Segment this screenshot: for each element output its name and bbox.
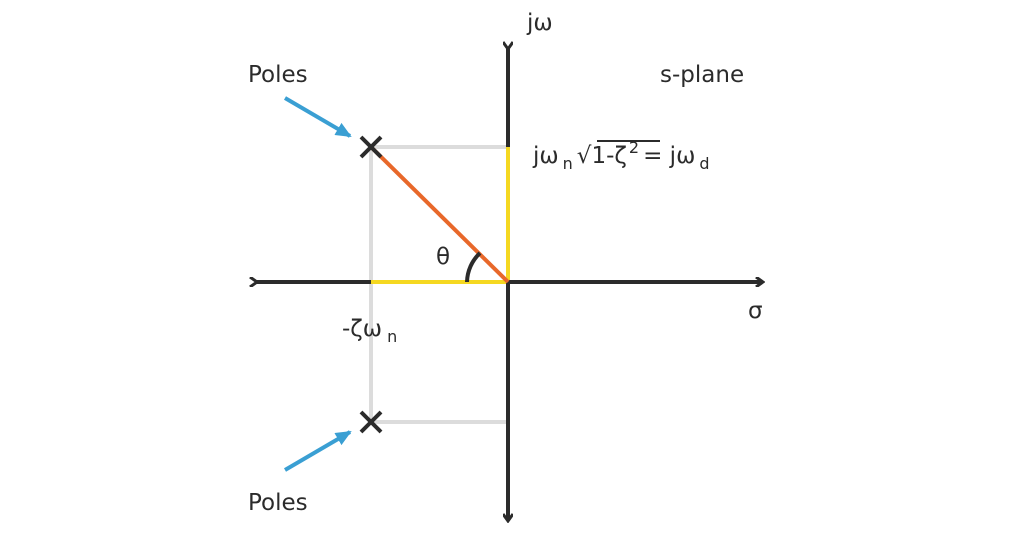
pole-bottom-arrow [283, 430, 352, 472]
pole-top-arrow [283, 96, 352, 138]
imag-axis-label: jω [526, 10, 553, 36]
angle-label: θ [436, 244, 450, 270]
natural-frequency-vector [369, 145, 510, 284]
angle-arc [465, 251, 482, 283]
guide-lines [369, 145, 506, 424]
real-axis-label: σ [748, 298, 763, 324]
plane-label: s-plane [660, 62, 744, 88]
pole-top-label: Poles [248, 62, 308, 88]
pole-bottom-marker [359, 410, 383, 434]
pole-top-marker [359, 135, 383, 159]
pole-bottom-label: Poles [248, 490, 308, 516]
